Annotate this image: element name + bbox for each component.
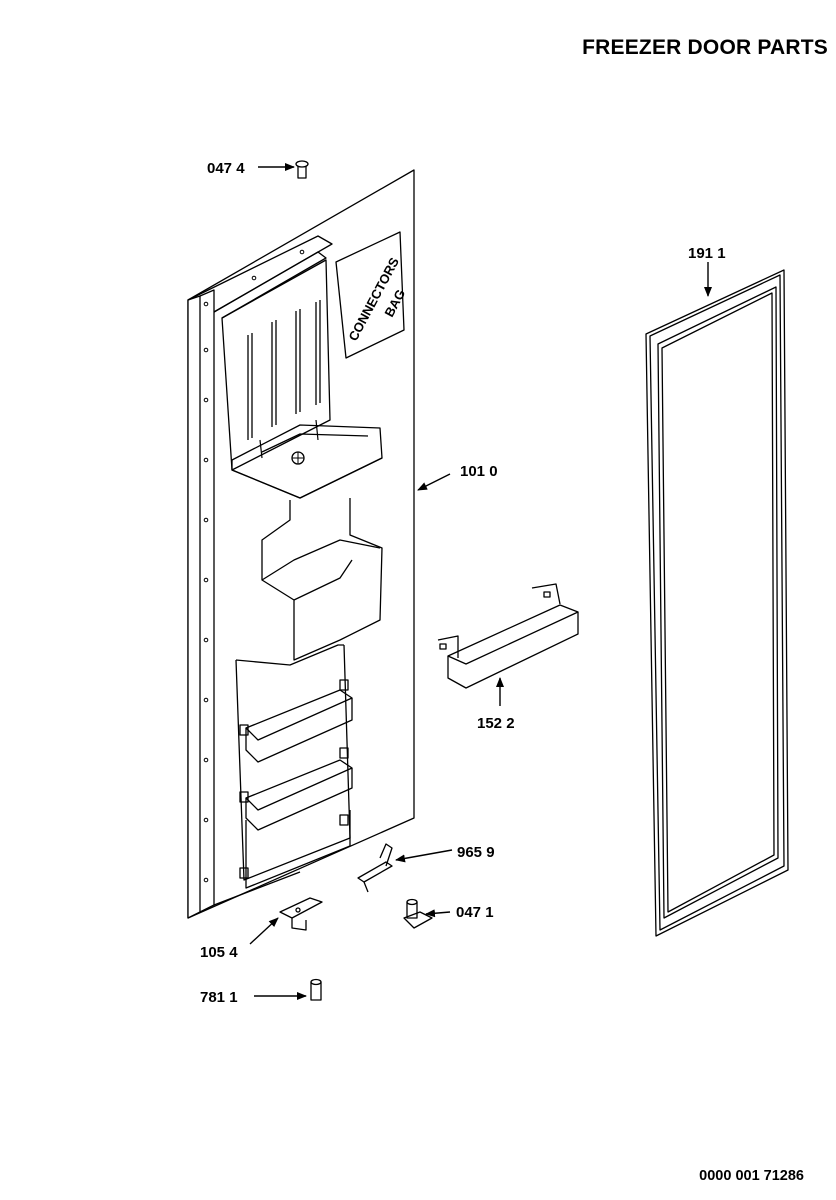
part-label-1010: 101 0 xyxy=(460,463,498,480)
screw-0474 xyxy=(295,160,309,179)
page-title: FREEZER DOOR PARTS xyxy=(582,36,828,59)
part-label-7811: 781 1 xyxy=(200,989,238,1006)
freezer-door xyxy=(187,169,415,919)
screw-7811 xyxy=(310,978,322,1001)
door-gasket xyxy=(645,269,789,937)
part-label-0471: 047 1 xyxy=(456,904,494,921)
part-label-0474: 047 4 xyxy=(207,160,245,177)
document-number: 0000 001 71286 xyxy=(699,1168,804,1184)
part-label-1054: 105 4 xyxy=(200,944,238,961)
shelf-bin xyxy=(437,583,579,689)
part-label-9659: 965 9 xyxy=(457,844,495,861)
part-label-1522: 152 2 xyxy=(477,715,515,732)
leader-lines xyxy=(249,163,712,1000)
bracket-9659 xyxy=(357,843,393,893)
hinge-pin-0471 xyxy=(403,898,433,929)
part-label-1911: 191 1 xyxy=(688,245,726,262)
connectors-bag xyxy=(335,231,405,359)
hinge-bracket-1054 xyxy=(279,897,323,931)
